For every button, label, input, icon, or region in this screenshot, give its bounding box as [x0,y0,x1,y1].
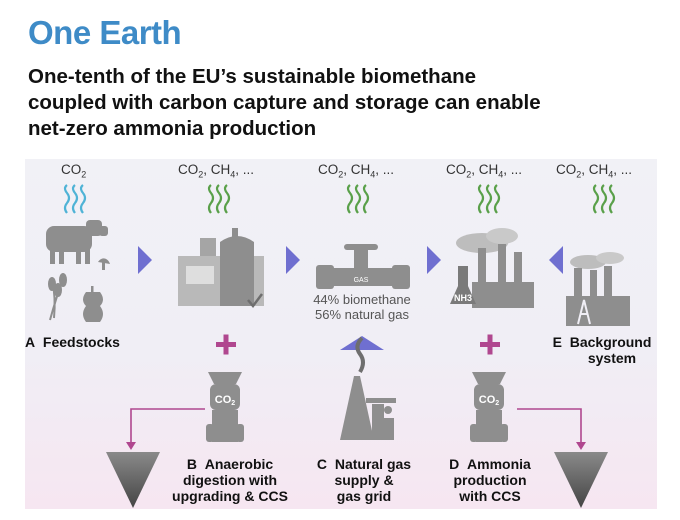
wave-icon-digestion [207,184,231,214]
carbon-capture-icon: CO2 [206,372,244,442]
arrow-a-to-b-icon [138,246,152,274]
factory-icon [566,252,630,326]
section-e-label: E Background system [552,334,652,366]
section-a-label: A Feedstocks [25,334,120,350]
oil-rig-icon [340,336,396,440]
wheat-icon [48,273,67,321]
nh3-label: NH3 [454,293,472,303]
wave-icon-feedstocks [63,184,87,214]
cow-icon [46,220,108,264]
headline-line-3: net-zero ammonia production [28,117,317,140]
wave-icon-ammonia [477,184,501,214]
gas-label: GAS [354,277,369,284]
ammonia-plant-icon [450,228,534,308]
arrow-up-to-gas-icon [340,336,384,350]
apple-core-icon [83,286,103,322]
emission-label-feedstocks: CO2 [61,162,87,180]
plus-icons [216,334,500,355]
arrow-e-to-d-icon [549,246,563,274]
section-b-label: B Anaerobic digestion with upgrading & C… [172,456,288,504]
gas-pipeline-icon: GAS [316,244,410,289]
storage-arrow-right [517,408,582,443]
arrow-down-icon [126,442,136,450]
wave-icon-gas-grid [346,184,370,214]
co2-label: CO2 [215,394,236,407]
section-d-label: D Ammonia production with CCS [449,456,531,504]
section-c-label: C Natural gas supply & gas grid [316,456,412,504]
gas-mix-label: 44% biomethane 56% natural gas [302,292,422,322]
headline-line-2: coupled with carbon capture and storage … [28,91,541,114]
arrow-b-to-c-icon [286,246,300,274]
emission-label-gas-grid: CO2, CH4, ... [318,162,395,180]
flow-arrows [138,246,563,350]
storage-arrow-left [130,408,205,443]
wave-icon-background [592,184,616,214]
gas-mix-natural-gas: 56% natural gas [315,307,409,322]
digester-plant-icon [178,228,264,309]
geological-storage-icon [554,452,608,508]
geological-storage-icon [106,452,160,508]
headline-line-1: One-tenth of the EU’s sustainable biomet… [28,65,477,88]
emission-label-ammonia: CO2, CH4, ... [446,162,523,180]
emission-label-background: CO2, CH4, ... [556,162,633,180]
arrow-down-icon [576,442,586,450]
carbon-capture-icon: CO2 [470,372,508,442]
headline: One-tenth of the EU’s sustainable biomet… [28,64,668,142]
plant-icon [98,258,110,270]
journal-logo: One Earth [28,14,182,51]
arrow-c-to-d-icon [427,246,441,274]
diagram-panel [25,159,657,509]
emission-label-digestion: CO2, CH4, ... [178,162,255,180]
co2-label: CO2 [479,394,500,407]
gas-mix-biomethane: 44% biomethane [313,292,411,307]
